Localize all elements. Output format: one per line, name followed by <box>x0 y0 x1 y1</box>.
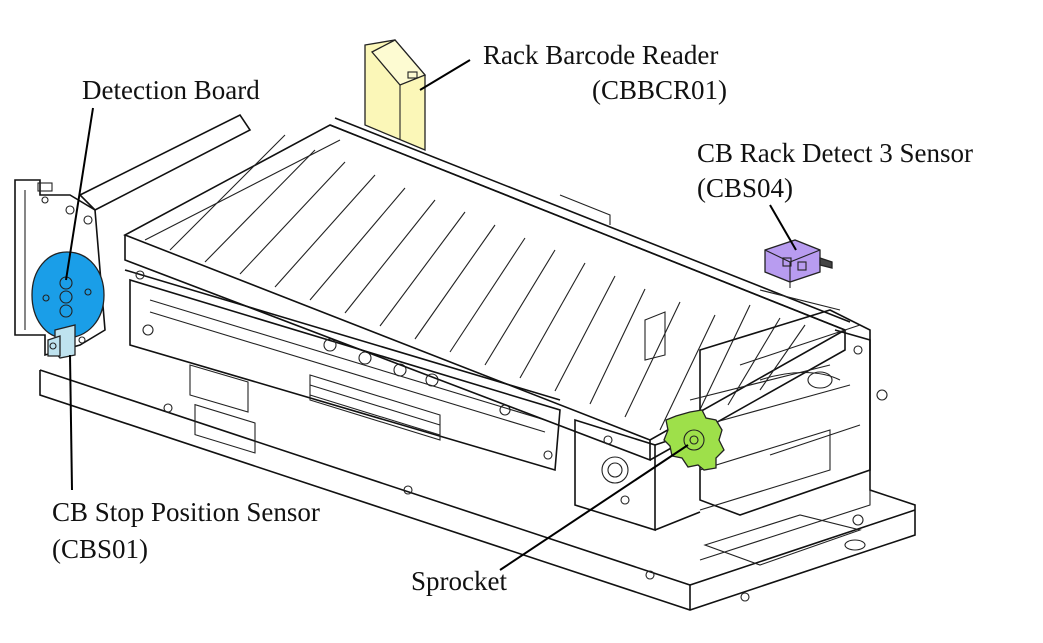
leader-rack-barcode-reader <box>419 59 471 91</box>
left-bracket <box>14 179 106 357</box>
leader-detection-board <box>65 107 94 281</box>
leader-lines <box>65 59 797 571</box>
label-cb-stop-position-sensor-code: (CBS01) <box>52 534 148 564</box>
label-sprocket: Sprocket <box>411 566 507 596</box>
leader-cb-rack-detect-3-sensor <box>769 204 797 251</box>
cb-rack-detect-3-sensor <box>764 239 833 288</box>
leader-cb-stop-position-sensor <box>69 354 73 491</box>
label-detection-board: Detection Board <box>82 75 260 105</box>
sprocket-gear <box>663 409 725 471</box>
leader-sprocket <box>499 444 689 571</box>
front-side-plate <box>124 269 561 472</box>
label-rack-barcode-reader-code: (CBBCR01) <box>592 75 727 105</box>
cb-stop-position-sensor <box>47 324 86 359</box>
sprocket <box>663 409 725 471</box>
rear-rail <box>329 117 851 331</box>
label-cb-rack-detect-3-sensor-code: (CBS04) <box>697 173 793 203</box>
label-cb-rack-detect-3-sensor: CB Rack Detect 3 Sensor <box>697 138 973 168</box>
label-cb-stop-position-sensor: CB Stop Position Sensor <box>52 497 320 527</box>
callout-labels: Rack Barcode Reader (CBBCR01) Detection … <box>52 40 973 596</box>
right-drive-housing <box>574 289 888 532</box>
rack-barcode-reader <box>364 39 427 151</box>
rack-tray <box>78 113 847 462</box>
label-rack-barcode-reader: Rack Barcode Reader <box>483 40 718 70</box>
